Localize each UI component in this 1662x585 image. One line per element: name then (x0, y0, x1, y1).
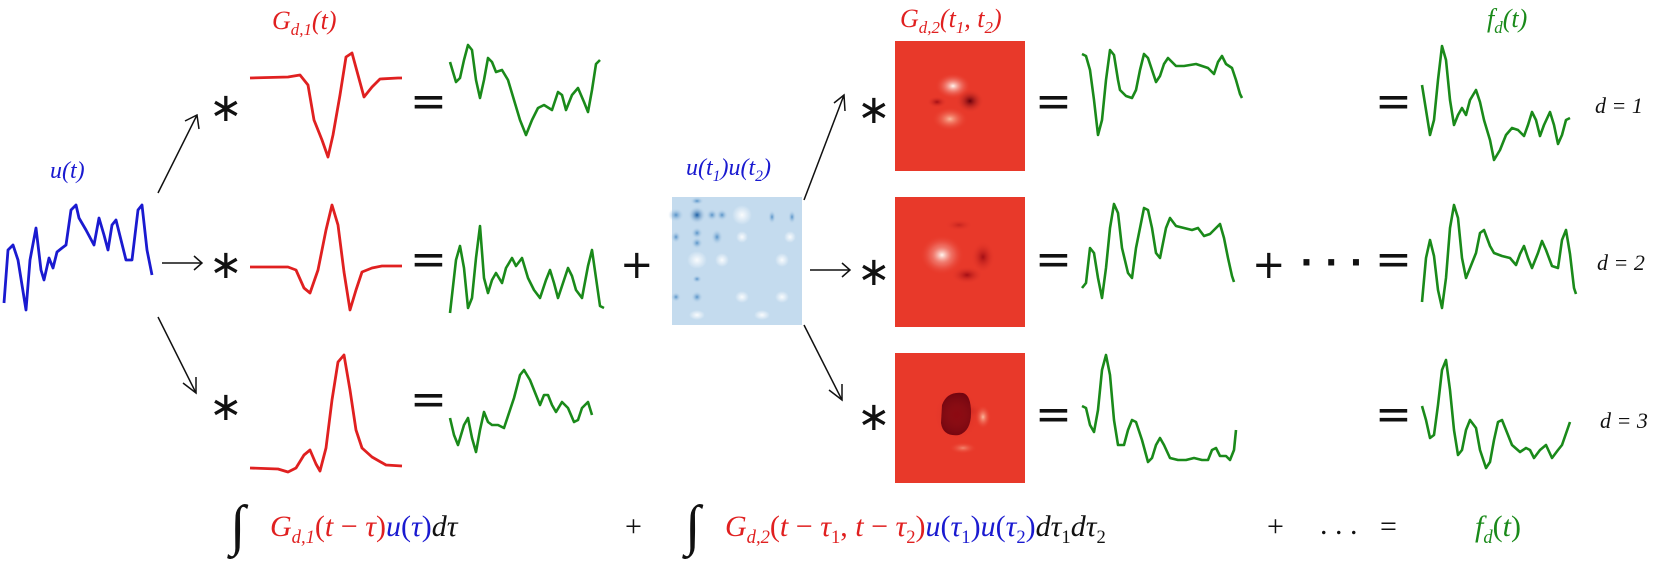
second-order-output-d1 (1081, 48, 1244, 137)
arrow-to-second-order-d2 (810, 262, 852, 278)
first-order-kernel-d2 (250, 203, 402, 312)
ellipsis-bottom: . . . (1320, 508, 1358, 541)
equals-sign-d1-second: = (1035, 76, 1072, 127)
bottom-equation: ∫ Gd,1(t − τ)u(τ)dτ + ∫ Gd,2(t − τ1, t −… (230, 495, 1630, 580)
equals-sign-d2-final: = (1375, 234, 1412, 285)
equals-sign-d1-final: = (1375, 76, 1412, 127)
integral-sign-first-order: ∫ (230, 495, 246, 557)
first-order-term: Gd,1(t − τ)u(τ)dτ (270, 510, 458, 548)
equals-sign-d1-first: = (410, 76, 447, 127)
final-output-d1 (1420, 44, 1571, 162)
second-order-output-d3 (1081, 353, 1238, 464)
first-order-output-d2 (448, 224, 605, 314)
integral-sign-second-order: ∫ (685, 495, 701, 557)
convolution-operator-d3-second: ∗ (857, 394, 891, 440)
equals-sign-d3-final: = (1375, 389, 1412, 440)
plus-sign-first-second: + (620, 242, 654, 288)
equals-sign-d3-first: = (410, 374, 447, 425)
ellipsis-higher-order: · · · (1300, 243, 1363, 283)
second-order-output-d2 (1080, 202, 1236, 300)
output-label: fd(t) (1487, 4, 1528, 38)
equals-sign-d2-second: = (1035, 234, 1072, 285)
row-label-d1: d = 1 (1595, 93, 1643, 118)
convolution-operator-d1-first: ∗ (209, 85, 243, 131)
convolution-operator-d3-first: ∗ (209, 384, 243, 430)
arrow-to-first-order-d2 (162, 255, 204, 271)
arrow-to-second-order-d1 (803, 93, 846, 201)
first-order-kernel-d3 (249, 353, 403, 474)
convolution-operator-d1-second: ∗ (857, 87, 891, 133)
arrow-to-second-order-d3 (803, 324, 843, 402)
output-term-bottom: fd(t) (1475, 510, 1521, 548)
arrow-to-first-order-d3 (157, 316, 197, 395)
first-order-kernel-d1 (249, 51, 402, 159)
first-order-output-d3 (448, 368, 594, 454)
second-order-kernel-d2 (895, 197, 1025, 327)
input-product-heatmap (668, 197, 802, 325)
input-signal-label: u(t) (50, 158, 85, 184)
final-output-d2 (1420, 203, 1578, 310)
plus-sign-higher-order: + (1252, 242, 1286, 288)
convolution-operator-d2-second: ∗ (857, 249, 891, 295)
equals-sign-bottom: = (1380, 510, 1397, 543)
convolution-operator-d2-first: ∗ (209, 242, 243, 288)
equals-sign-d3-second: = (1035, 389, 1072, 440)
row-label-d3: d = 3 (1600, 408, 1648, 433)
second-order-kernel-d3 (895, 353, 1025, 483)
first-order-kernel-label: Gd,1(t) (272, 6, 337, 40)
input-signal-curve (2, 203, 154, 312)
equals-sign-d2-first: = (410, 234, 447, 285)
input-product-label: u(t1)u(t2) (686, 155, 771, 185)
second-order-kernel-label: Gd,2(t1, t2) (900, 4, 1002, 38)
final-output-d3 (1420, 358, 1572, 470)
second-order-term: Gd,2(t − τ1, t − τ2)u(τ1)u(τ2)dτ1dτ2 (725, 510, 1106, 548)
first-order-output-d1 (448, 43, 601, 137)
plus-sign-bottom-1: + (625, 510, 642, 543)
arrow-to-first-order-d1 (157, 113, 200, 194)
second-order-kernel-d1 (895, 41, 1025, 171)
row-label-d2: d = 2 (1597, 250, 1645, 275)
plus-sign-bottom-2: + (1267, 510, 1284, 543)
